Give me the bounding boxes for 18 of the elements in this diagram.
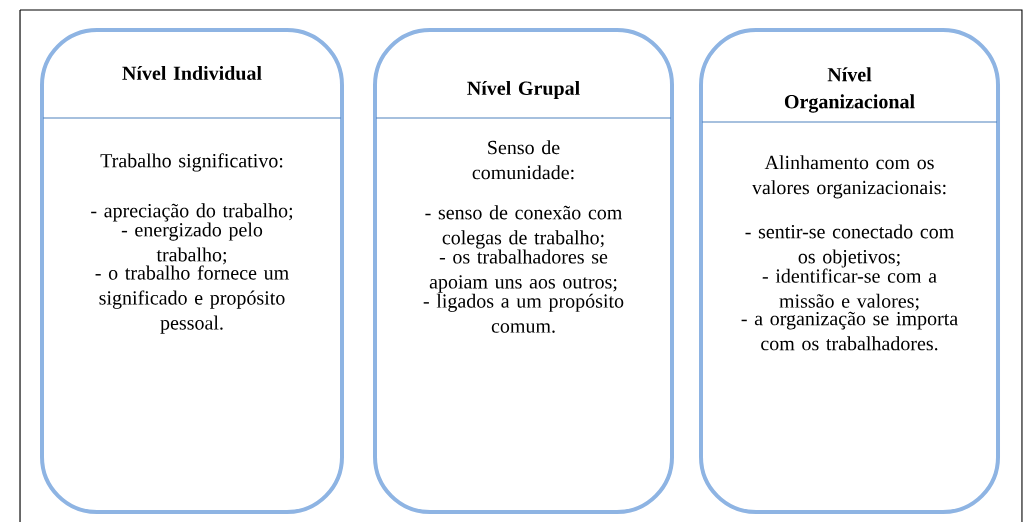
node-label: - energizado pelo trabalho;	[121, 222, 263, 265]
node-label: - senso de conexão com colegas de trabalho;	[425, 205, 623, 249]
node-label: Trabalho significativo:	[100, 153, 283, 172]
box-body-text: Senso de comunidade: - senso de conexão com colegas de trabalho; - os trabalhadores se apoiam uns aos outros; - ligados a um propósito comum.	[423, 140, 624, 333]
node-label: Alinhamento com os valores organizacionais:	[751, 155, 946, 199]
node-label: Senso de comunidade:	[472, 140, 574, 180]
box-body-text: Alinhamento com os valores organizacionais: - sentir-se conectado com os objetivos; - identificar-se com a missão e valores; - a organização se importa com os trabalhadores.	[741, 155, 958, 351]
node-label: - a organização se importa com os trabalhadores.	[741, 311, 958, 351]
box-heading: Nível Individual	[122, 65, 262, 81]
node-label: - o trabalho fornece um significado e propósito pessoal.	[95, 265, 289, 334]
node-label: - sentir-se conectado com os objetivos;	[745, 224, 954, 268]
node-label: - apreciação do trabalho;	[91, 203, 293, 222]
box-heading: Nível Grupal	[467, 80, 580, 100]
box-heading: Nível Organizacional	[784, 67, 915, 113]
node-label: - ligados a um propósito comum.	[423, 293, 624, 333]
node-label: - os trabalhadores se apoiam uns aos outros;	[429, 249, 617, 293]
box-body-text: Trabalho significativo: - apreciação do trabalho; - energizado pelo trabalho; - o trabalho fornece um significado e propósito pessoal.	[91, 153, 293, 334]
node-label: - identificar-se com a missão e valores;	[762, 268, 937, 311]
